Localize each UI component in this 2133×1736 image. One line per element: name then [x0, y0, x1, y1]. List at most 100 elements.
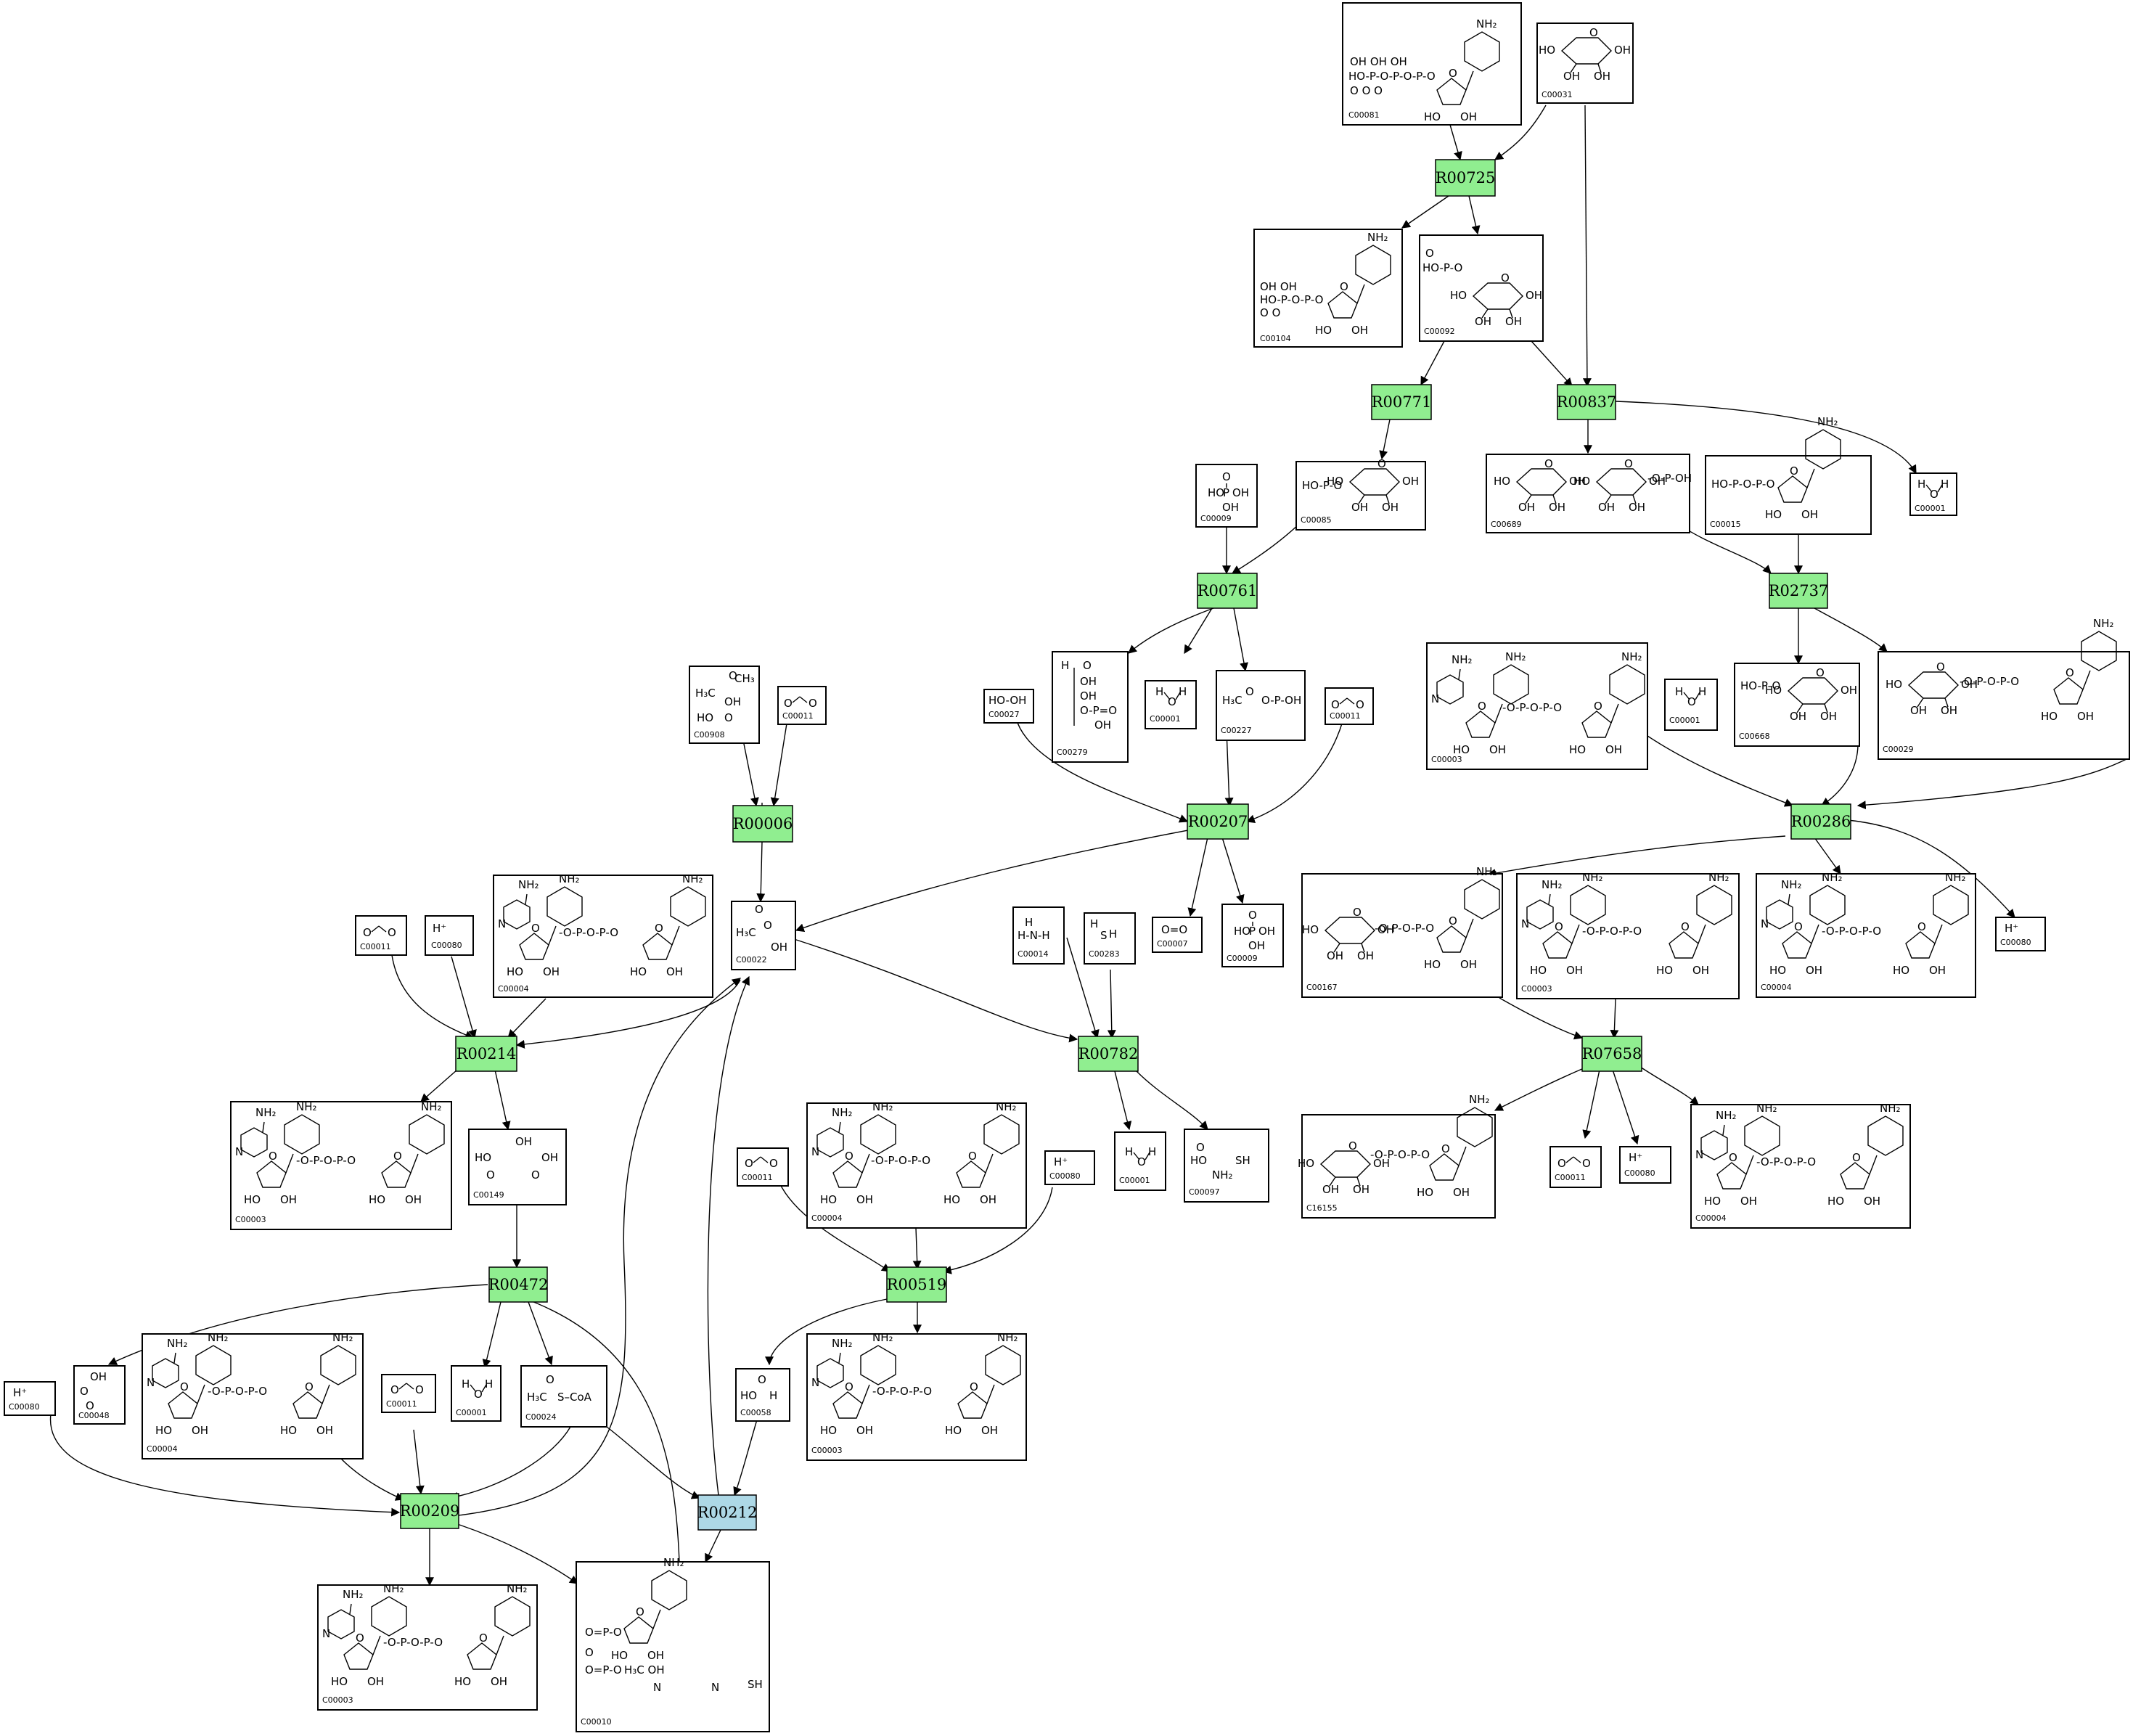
compound-C00010[interactable]: O=P-O O O=P-O H₃C OH N N SH C00010: [576, 1555, 770, 1732]
compound-C00097[interactable]: O HO SH NH₂ C00097: [1184, 1129, 1269, 1203]
svg-text:R02737: R02737: [1769, 582, 1829, 599]
svg-text:HO-P-O-P-O: HO-P-O-P-O: [1260, 293, 1323, 306]
compound-C00085[interactable]: HO-P-O C00085: [1295, 456, 1426, 531]
compound-C00011[interactable]: C00011: [1325, 687, 1374, 725]
svg-text:C00058: C00058: [740, 1408, 771, 1417]
compound-C00003[interactable]: -O-P-O-P-O C00003: [1516, 870, 1740, 999]
svg-text:C00011: C00011: [360, 942, 391, 951]
compound-C00011[interactable]: C00011: [777, 686, 827, 725]
compound-C00003[interactable]: -O-P-O-P-O C00003: [806, 1330, 1027, 1461]
svg-text:H₃C: H₃C: [527, 1391, 547, 1404]
reaction-R00209[interactable]: R00209: [400, 1493, 460, 1529]
compound-C00001[interactable]: C00001: [1909, 472, 1957, 516]
compound-C00001[interactable]: C00001: [451, 1365, 501, 1422]
svg-text:OH: OH: [90, 1370, 107, 1383]
compound-C00009[interactable]: C00009: [1195, 464, 1258, 528]
compound-C00080[interactable]: H⁺ C00080: [1995, 917, 2046, 951]
svg-text:SH: SH: [748, 1678, 763, 1691]
compound-C00014[interactable]: H H-N-H C00014: [1012, 906, 1065, 965]
compound-C00149[interactable]: OH HO OH O O C00149: [468, 1129, 567, 1205]
svg-text:C00149: C00149: [473, 1190, 504, 1200]
svg-text:OH: OH: [724, 695, 741, 708]
compound-C00689[interactable]: -O-P-OH C00689: [1486, 454, 1692, 533]
svg-text:N: N: [653, 1681, 661, 1694]
compound-C00003[interactable]: -O-P-O-P-O C00003: [1426, 642, 1648, 770]
reaction-R02737[interactable]: R02737: [1769, 573, 1829, 609]
compound-C00001[interactable]: C00001: [1145, 680, 1197, 729]
compound-C00092[interactable]: O HO-P-O C00092: [1419, 234, 1544, 342]
compound-C00048[interactable]: OH O O C00048: [73, 1365, 126, 1425]
compound-C00001[interactable]: C00001: [1114, 1131, 1166, 1191]
compound-C00908[interactable]: O CH₃ H₃C OH HO O C00908: [689, 666, 760, 744]
compound-C00031[interactable]: C00031: [1536, 22, 1634, 104]
compound-C00004[interactable]: -O-P-O-P-O C00004: [1690, 1101, 1911, 1229]
compound-C00283[interactable]: H S H C00283: [1084, 912, 1136, 965]
reaction-R00837[interactable]: R00837: [1557, 384, 1617, 420]
compounds-layer: OH OH OH HO-P-O-P-O-P-O O O O C00081 C00…: [4, 2, 2130, 1732]
compound-C00080[interactable]: H⁺ C00080: [1044, 1150, 1095, 1185]
reaction-R00761[interactable]: R00761: [1197, 573, 1258, 609]
svg-text:O: O: [1083, 659, 1092, 672]
compound-C00080[interactable]: H⁺ C00080: [1619, 1146, 1671, 1184]
compound-C00011[interactable]: C00011: [1549, 1146, 1602, 1188]
svg-text:C00003: C00003: [811, 1446, 843, 1455]
compound-C00011[interactable]: C00011: [355, 915, 407, 956]
svg-text:O: O: [486, 1168, 495, 1182]
compound-C00027[interactable]: HO-OH C00027: [983, 689, 1034, 724]
svg-text:O: O: [80, 1385, 89, 1398]
compound-C00003[interactable]: -O-P-O-P-O C00003: [317, 1581, 538, 1711]
compound-C00104[interactable]: OH OH HO-P-O-P-O O O C00104: [1253, 229, 1403, 348]
compound-C00003[interactable]: -O-P-O-P-O C00003: [230, 1100, 452, 1230]
svg-text:H₃C: H₃C: [736, 926, 756, 939]
compound-C00004[interactable]: -O-P-O-P-O C00004: [493, 872, 713, 998]
compound-C00011[interactable]: C00011: [737, 1147, 789, 1187]
compound-C00227[interactable]: H₃C O O-P-OH C00227: [1216, 670, 1306, 741]
reaction-R00286[interactable]: R00286: [1790, 803, 1851, 840]
compound-C00022[interactable]: O H₃C O OH C00022: [731, 901, 796, 970]
compound-C00167[interactable]: -O-P-O-P-O C00167: [1301, 864, 1503, 998]
compound-C00080[interactable]: H⁺ C00080: [4, 1381, 56, 1416]
reaction-R00725[interactable]: R00725: [1435, 159, 1496, 197]
svg-text:O O O: O O O: [1350, 84, 1383, 97]
svg-text:C00015: C00015: [1710, 520, 1741, 529]
compound-C00015[interactable]: HO-P-O-P-O C00015: [1705, 414, 1872, 535]
svg-text:C00011: C00011: [1330, 711, 1361, 721]
compound-C00007[interactable]: O=O C00007: [1152, 917, 1203, 953]
svg-text:O-P-OH: O-P-OH: [1261, 694, 1301, 707]
compound-C00009[interactable]: C00009: [1221, 904, 1284, 967]
compound-C00004[interactable]: -O-P-O-P-O C00004: [1756, 870, 1976, 998]
reaction-R00212[interactable]: R00212: [697, 1494, 758, 1531]
svg-text:N: N: [711, 1681, 719, 1694]
compound-C00058[interactable]: O HO H C00058: [735, 1368, 790, 1422]
compound-C00668[interactable]: HO-P-O C00668: [1734, 663, 1860, 747]
compound-C00004[interactable]: -O-P-O-P-O C00004: [806, 1100, 1027, 1229]
reaction-R07658[interactable]: R07658: [1581, 1036, 1642, 1072]
svg-text:R00209: R00209: [400, 1502, 460, 1520]
reaction-R00214[interactable]: R00214: [455, 1036, 517, 1072]
compound-C00004[interactable]: -O-P-O-P-O C00004: [142, 1330, 364, 1459]
svg-text:HO-OH: HO-OH: [988, 694, 1026, 707]
svg-text:C00001: C00001: [1150, 714, 1181, 724]
compound-C00024[interactable]: O H₃C S–CoA C00024: [520, 1365, 607, 1428]
compound-C00011[interactable]: C00011: [381, 1374, 436, 1413]
reaction-R00207[interactable]: R00207: [1187, 803, 1249, 840]
reaction-R00771[interactable]: R00771: [1371, 384, 1432, 420]
reaction-R00472[interactable]: R00472: [488, 1266, 549, 1303]
svg-text:-O-P-O-P-O: -O-P-O-P-O: [1822, 925, 1881, 938]
compound-C00080[interactable]: H⁺ C00080: [425, 915, 474, 956]
svg-text:O: O: [729, 669, 737, 682]
svg-text:-O-P-O-P-O: -O-P-O-P-O: [1582, 925, 1642, 938]
reaction-R00519[interactable]: R00519: [886, 1266, 947, 1303]
compound-C00081[interactable]: OH OH OH HO-P-O-P-O-P-O O O O C00081: [1342, 2, 1522, 126]
compound-C00001[interactable]: C00001: [1664, 679, 1718, 731]
svg-text:O=P-O: O=P-O: [585, 1626, 622, 1639]
svg-text:O: O: [86, 1399, 94, 1412]
svg-text:-O-P-O-P-O: -O-P-O-P-O: [208, 1385, 267, 1398]
reaction-R00006[interactable]: R00006: [732, 805, 793, 843]
reaction-R00782[interactable]: R00782: [1078, 1036, 1139, 1072]
svg-text:C00004: C00004: [1761, 983, 1792, 992]
compound-C00279[interactable]: H O OH OH O-P=O OH C00279: [1052, 651, 1129, 763]
compound-C16155[interactable]: -O-P-O-P-O C16155: [1297, 1092, 1496, 1219]
svg-text:-O-P-O-P-O: -O-P-O-P-O: [296, 1154, 356, 1167]
compound-C00029[interactable]: -O-P-O-P-O C00029: [1878, 616, 2130, 760]
